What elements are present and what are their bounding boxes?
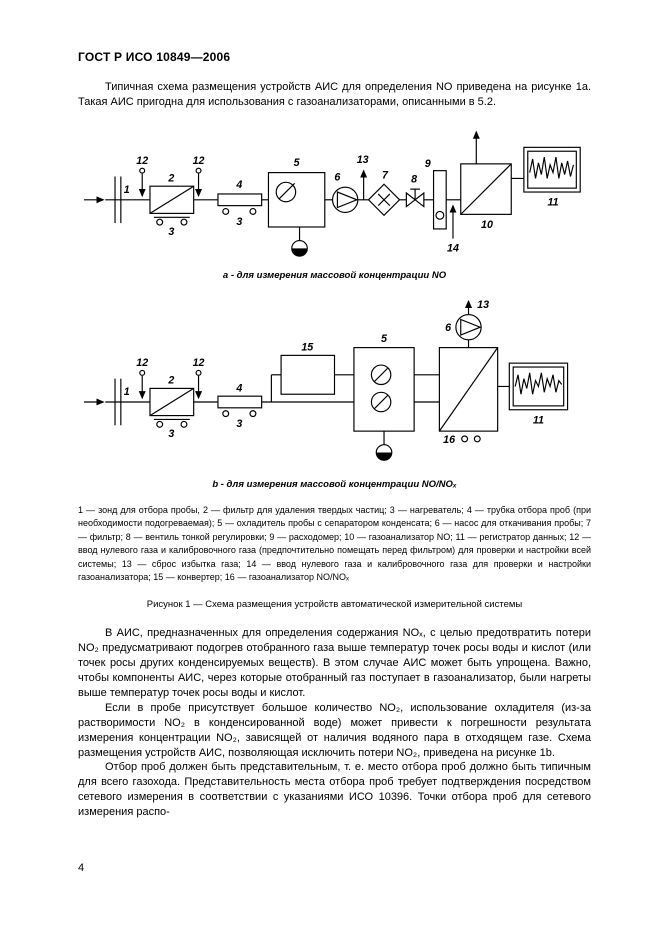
- label-8: 8: [411, 173, 417, 185]
- label-6: 6: [445, 322, 451, 334]
- label-1: 1: [124, 184, 130, 196]
- label-3b: 3: [236, 418, 242, 430]
- gas-analyzer-10: [460, 130, 512, 215]
- diagram-a-labels: 1 12 12 2 3 4 3 5 6 13 7 8 9 14 10 11: [124, 154, 559, 254]
- label-12a: 12: [136, 155, 148, 167]
- caption-b: b - для измерения массовой концентрации …: [212, 478, 457, 490]
- converter-15: [280, 354, 336, 395]
- diagram-a-wrap: 1 12 12 2 3 4 3 5 6 13 7 8 9 14 10 11: [78, 120, 591, 266]
- branch-line: [270, 374, 282, 402]
- body-text: В АИС, предназначенных для определения с…: [78, 626, 591, 820]
- doc-number: ГОСТ Р ИСО 10849—2006: [78, 50, 231, 64]
- label-11: 11: [547, 197, 558, 209]
- pump-6: [331, 186, 359, 213]
- condensate-trap: [375, 431, 393, 461]
- data-recorder-11: [508, 362, 569, 411]
- particle-filter-2: [149, 185, 195, 214]
- label-12a: 12: [136, 357, 148, 369]
- diagram-b: 1 12 12 2 3 4 3 15 5 6 13 16 11: [83, 299, 569, 461]
- label-12b: 12: [193, 357, 205, 369]
- data-recorder-11: [523, 146, 581, 193]
- label-10: 10: [481, 219, 493, 231]
- diagram-b-wrap: 1 12 12 2 3 4 3 15 5 6 13 16 11: [78, 295, 591, 475]
- figure-legend: 1 — зонд для отбора пробы, 2 — фильтр дл…: [78, 504, 591, 583]
- duct-wall-1: [105, 378, 150, 426]
- label-13: 13: [357, 154, 369, 166]
- label-2: 2: [167, 374, 174, 386]
- label-16: 16: [443, 434, 455, 446]
- needle-valve-8: [405, 188, 425, 208]
- zero-gas-inlet-12-right: [195, 167, 203, 197]
- fine-filter-7: [367, 183, 401, 217]
- page-number: 4: [78, 862, 85, 874]
- label-3b: 3: [236, 216, 242, 228]
- label-1: 1: [124, 386, 130, 398]
- cooler-5: [353, 346, 415, 432]
- heater-3-left: [153, 216, 190, 226]
- paragraph-nox: В АИС, предназначенных для определения с…: [78, 626, 591, 699]
- flow-meter-9: [432, 169, 447, 230]
- sampling-tube-4: [217, 193, 263, 215]
- figure-1: 1 12 12 2 3 4 3 5 6 13 7 8 9 14 10 11: [78, 120, 591, 610]
- label-5: 5: [294, 157, 301, 169]
- label-4: 4: [235, 179, 242, 191]
- label-2: 2: [167, 172, 174, 184]
- paragraph-sampling: Отбор проб должен быть представительным,…: [78, 761, 591, 819]
- label-15: 15: [301, 341, 314, 353]
- intro-paragraph: Типичная схема размещения устройств АИС …: [78, 81, 591, 108]
- duct-wall-1: [105, 176, 150, 224]
- label-5: 5: [381, 333, 388, 345]
- gas-analyzer-16: [438, 346, 499, 443]
- sampling-tube-4: [217, 395, 263, 418]
- particle-filter-2: [149, 387, 195, 417]
- label-3a: 3: [168, 428, 174, 440]
- zero-gas-inlet-12-left: [138, 369, 146, 400]
- paragraph-no2: Если в пробе присутствует большое количе…: [78, 701, 591, 759]
- label-14: 14: [447, 242, 459, 254]
- label-6: 6: [334, 171, 340, 183]
- diagram-b-labels: 1 12 12 2 3 4 3 15 5 6 13 16 11: [124, 299, 544, 446]
- label-4: 4: [235, 382, 242, 394]
- zero-gas-inlet-12-right: [195, 369, 203, 400]
- heater-3-left: [153, 418, 190, 428]
- label-3a: 3: [168, 226, 174, 238]
- figure-title: Рисунок 1 — Схема размещения устройств а…: [146, 598, 523, 610]
- label-9: 9: [425, 158, 431, 170]
- caption-a: а - для измерения массовой концентрации …: [222, 269, 447, 281]
- condensate-trap: [291, 226, 308, 257]
- label-7: 7: [382, 169, 389, 181]
- zero-gas-inlet-12-left: [138, 167, 146, 197]
- diagram-a: 1 12 12 2 3 4 3 5 6 13 7 8 9 14 10 11: [83, 130, 581, 257]
- cooler-5: [267, 171, 326, 228]
- label-12b: 12: [193, 155, 205, 167]
- pump-6: [455, 299, 482, 348]
- label-11: 11: [533, 414, 544, 426]
- label-13: 13: [477, 299, 489, 311]
